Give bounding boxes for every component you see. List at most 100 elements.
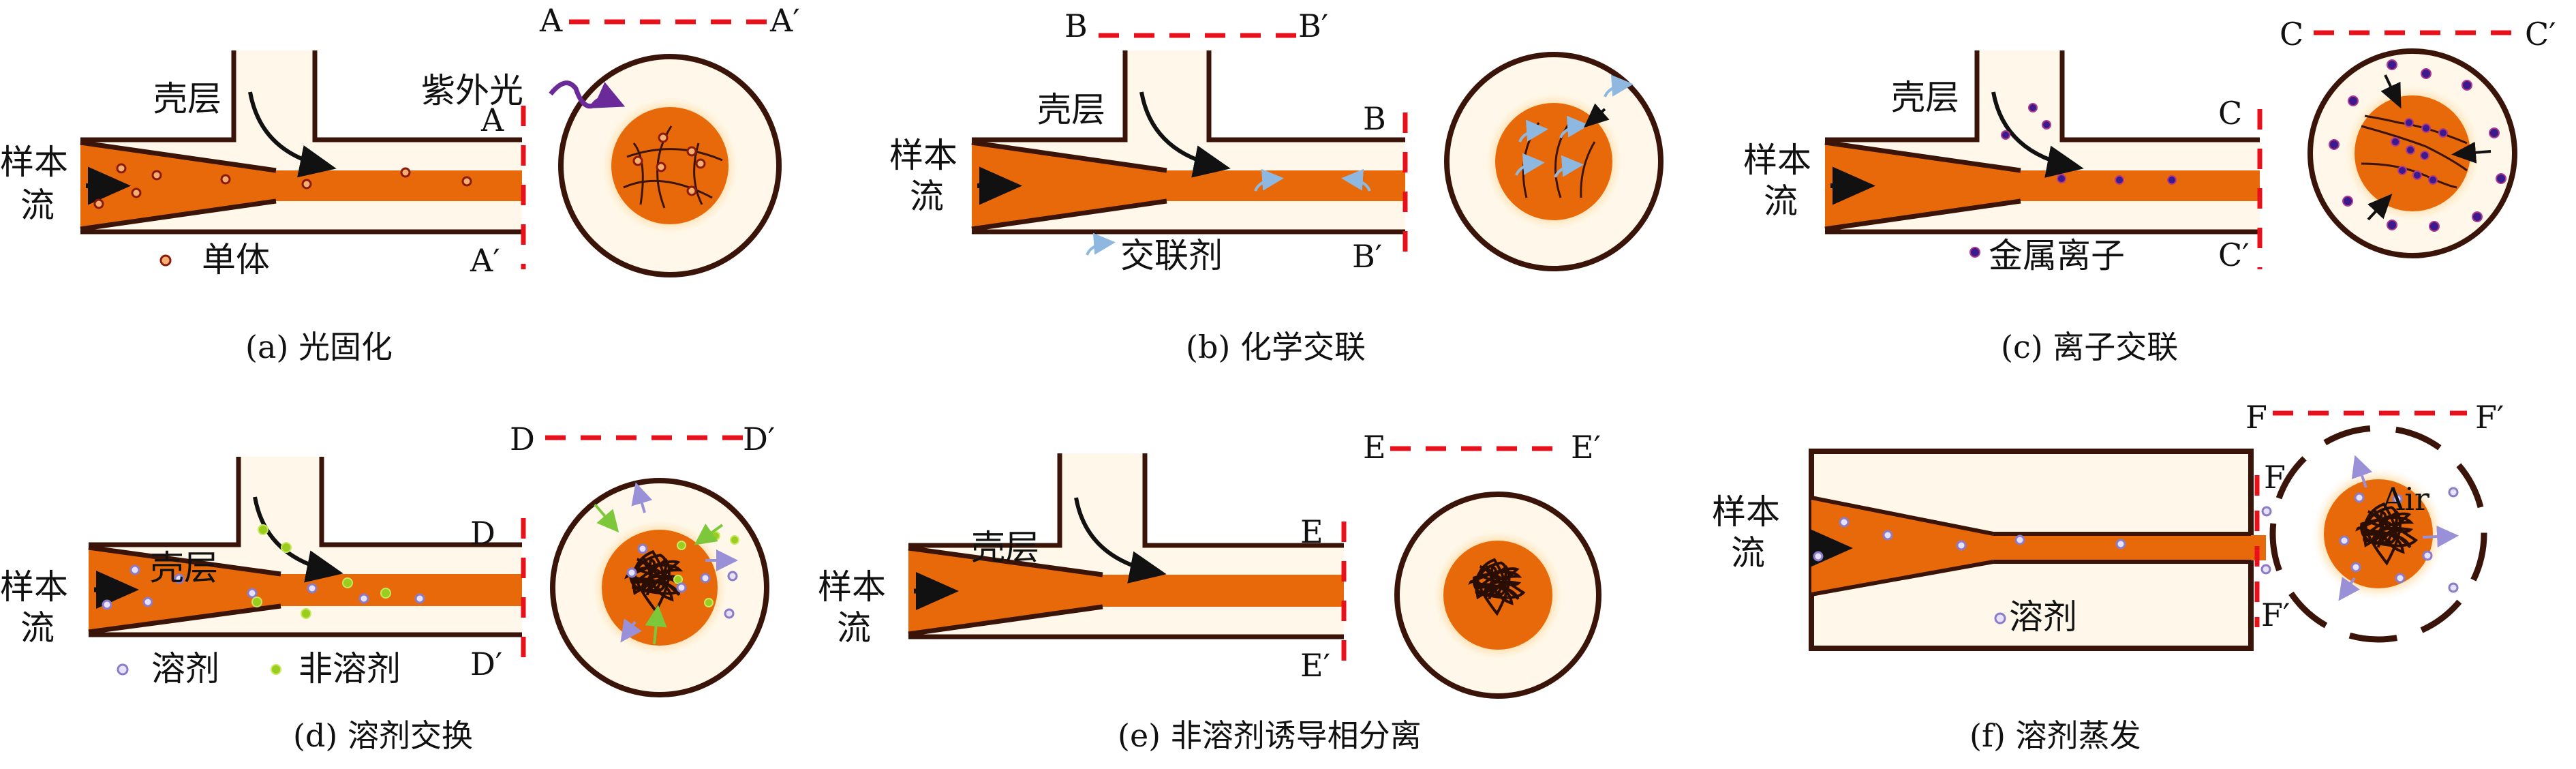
panel-a-photocuring (80, 19, 782, 277)
monomer-particle (632, 155, 643, 166)
section-label-d-top: D (470, 515, 495, 552)
solvent-particle (637, 543, 648, 554)
metal-ion-particle (2329, 139, 2340, 150)
nozzle-wall-bottom (88, 603, 281, 635)
solvent-evaporation-arrow (2338, 577, 2360, 601)
sample-flow-label-e-1: 样本 (818, 567, 886, 607)
solvent-particle (129, 564, 140, 575)
panel-d-solvent-exchange (88, 435, 769, 697)
nozzle-wall-bottom (80, 198, 277, 232)
nonsolvent-influx-arrow (694, 524, 724, 545)
solvent-particle (2115, 539, 2126, 549)
metal-ion-particle (2115, 175, 2124, 185)
diffusion-arrow (2367, 194, 2393, 221)
section-label-e-bottom: E′ (1300, 647, 1330, 684)
solvent-particle (700, 573, 711, 584)
solvent-particle (102, 599, 112, 610)
monomer-particle (159, 254, 172, 267)
shell-inlet-fluid (239, 457, 322, 547)
channel-wall-top-right (2059, 50, 2260, 142)
nonsolvent-particle (730, 535, 739, 545)
section-line-label-f-right: F′ (2475, 399, 2504, 436)
section-line-label-b-left: B (1064, 7, 1088, 44)
solvent-particle (2354, 492, 2365, 503)
metal-ion-particle (2406, 145, 2415, 155)
solvent-particle (414, 593, 425, 604)
metal-ion-particle (2028, 103, 2038, 112)
nonsolvent-particle (301, 608, 311, 619)
sample-flow-label-b-2: 流 (910, 177, 944, 216)
metal-ion-particle (2429, 221, 2440, 232)
section-line-label-f-left: F (2245, 399, 2267, 436)
metal-ion-particle (2428, 175, 2438, 185)
monomer-particle (686, 146, 697, 157)
monomer-particle (151, 170, 162, 181)
monomer-particle (656, 162, 666, 172)
section-label-c-bottom: C′ (2218, 237, 2250, 273)
nozzle-wall-bottom (908, 604, 1103, 637)
legend-label-solvent-f: 溶剂 (2009, 597, 2077, 637)
shell-inlet-fluid (1060, 453, 1145, 548)
sample-flow-label-e-2: 流 (837, 608, 871, 648)
core-stream (1825, 142, 2260, 229)
shell-flow-arrow (248, 91, 337, 178)
section-line-label-d-left: D (510, 421, 535, 457)
caption-d: (d) 溶剂交换 (293, 717, 473, 754)
monomer-particle (400, 167, 411, 178)
solvent-particle (2339, 535, 2350, 546)
nozzle-wall-top (908, 545, 1103, 577)
nonsolvent-particle (342, 577, 353, 588)
panel-f-solvent-evaporation (1809, 410, 2487, 651)
solvent-particle (2448, 582, 2459, 593)
crosslinker-molecule (1559, 115, 1589, 138)
section-line-label-e-right: E′ (1571, 429, 1601, 466)
sample-flow-label-f-1: 样本 (1712, 492, 1780, 532)
nonsolvent-particle (677, 541, 686, 550)
metal-ion-particle (2387, 220, 2397, 230)
cross-section-air-boundary (2269, 425, 2487, 643)
metal-ion-particle (2412, 170, 2422, 180)
section-line-label-c-right: C′ (2525, 16, 2556, 52)
solvent-efflux-arrow (631, 482, 653, 513)
shell-label-b: 壳层 (1037, 90, 1105, 130)
nozzle-wall-top (88, 545, 281, 577)
cross-section-core (1495, 103, 1612, 220)
channel-wall-top-right (312, 50, 522, 142)
channel-wall-top-right (1142, 453, 1344, 548)
nonsolvent-particle (271, 664, 281, 675)
section-line-label-a-right: A′ (769, 2, 800, 39)
sample-flow-label-d-1: 样本 (0, 567, 68, 607)
section-label-d-bottom: D′ (470, 646, 502, 682)
polymer-network-strand (693, 142, 703, 205)
solvent-particle (1813, 551, 1824, 562)
nozzle-wall-bottom (971, 198, 1167, 232)
polymer-strand (1580, 141, 1596, 198)
panel-e-nonsolvent-phase-separation (908, 446, 1601, 699)
nozzle-wall-top (80, 140, 277, 173)
core-stream (89, 547, 522, 632)
metal-ion-particle (2348, 95, 2359, 106)
metal-ion-particle (2342, 196, 2353, 207)
solvent-particle (1994, 612, 2006, 624)
legend-label-nonsolvent: 非溶剂 (298, 649, 401, 689)
nonsolvent-particle (251, 597, 262, 607)
solvent-particle (117, 663, 129, 676)
polymer-network-strand (626, 148, 723, 162)
nonsolvent-particle (380, 588, 391, 599)
cross-section-core (611, 107, 729, 224)
solvent-particle (626, 567, 637, 578)
solvent-particle (142, 597, 153, 607)
metal-ion-particle (2167, 175, 2177, 185)
section-label-b-bottom: B′ (1352, 238, 1382, 275)
shell-inlet-fluid (1977, 50, 2062, 142)
section-label-f-top: F (2264, 459, 2286, 496)
metal-ion-particle (2496, 173, 2506, 184)
nozzle-wall-bottom (1811, 560, 1994, 597)
shell-label-e: 壳层 (971, 528, 1039, 567)
channel-wall-top-left (972, 50, 1128, 142)
sample-flow-label-b-1: 样本 (889, 136, 957, 175)
sample-flow-label-d-2: 流 (20, 608, 55, 648)
channel-wall-top-right (319, 457, 522, 547)
shell-flow-arrow (1074, 497, 1167, 584)
solvent-particle (1956, 540, 1967, 551)
